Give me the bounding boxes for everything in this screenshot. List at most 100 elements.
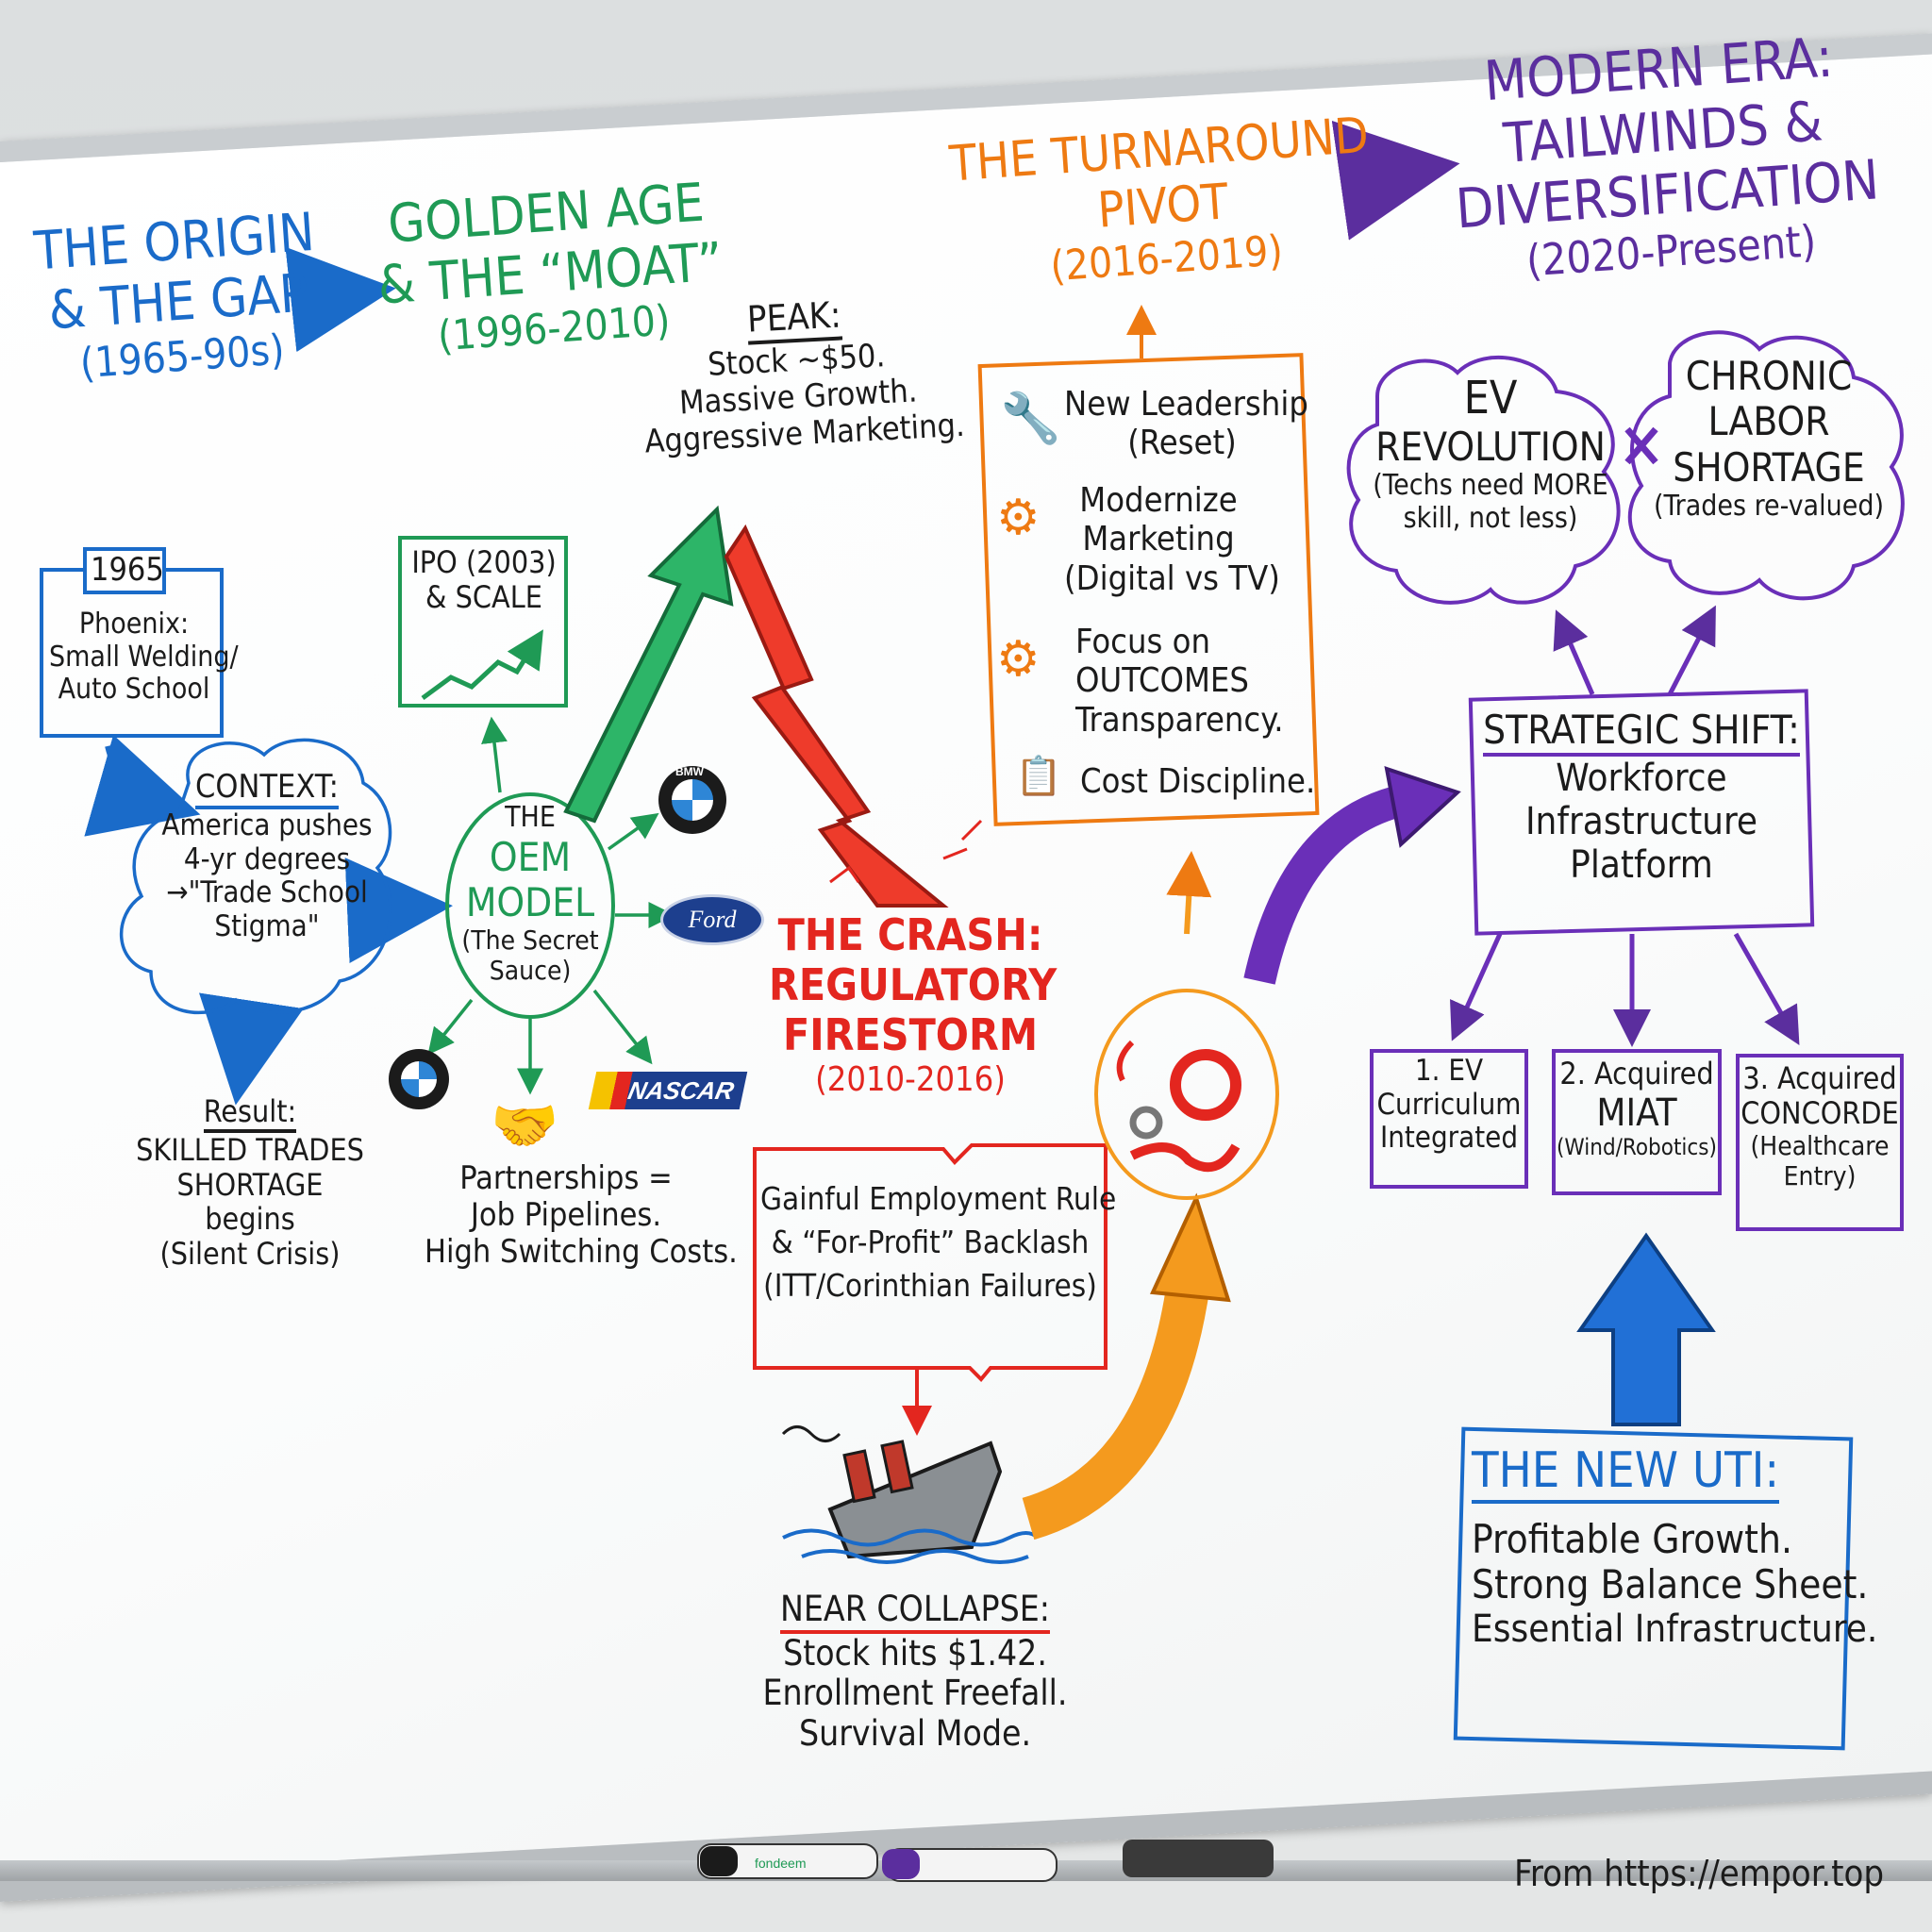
ev-line1: EV (1463, 372, 1518, 425)
ev-line2: REVOLUTION (1375, 424, 1606, 471)
era-modern-title: MODERN ERA: TAILWINDS & DIVERSIFICATION … (1445, 24, 1885, 291)
gainful-box (753, 1143, 1108, 1382)
gear-cycle-icon (1094, 989, 1279, 1200)
oem-line1: THE (505, 801, 556, 834)
gainful-text: Gainful Employment Rule & “For-Profit” B… (760, 1177, 1117, 1308)
bmw-logo (658, 766, 726, 834)
turnaround-item2-line3: (Digital vs TV) (1064, 558, 1280, 598)
bmw-logo-small (389, 1049, 449, 1109)
new-uti-line2: Strong Balance Sheet. (1472, 1561, 1869, 1608)
gears-icon: ⚙ (996, 490, 1041, 546)
context-title: CONTEXT: (195, 768, 339, 810)
ipo-text: IPO (2003) & SCALE (404, 545, 564, 615)
context-line1: America pushes (161, 808, 373, 843)
sub-box-ev (1370, 1049, 1528, 1189)
partnerships-line2: Job Pipelines. (470, 1196, 662, 1235)
labor-line4: (Trades re-valued) (1654, 489, 1884, 523)
sub-miat-line1: 2. Acquired (1559, 1056, 1714, 1091)
crash-years: (2010-2016) (815, 1059, 1006, 1099)
turnaround-item4-line1: Cost Discipline. (1080, 762, 1316, 801)
ev-cloud-text: EV REVOLUTION (Techs need MORE skill, no… (1363, 372, 1618, 535)
strategic-title: STRATEGIC SHIFT: (1483, 707, 1800, 758)
labor-line1: CHRONIC (1685, 353, 1853, 399)
markers-on-tray (697, 1840, 1274, 1882)
turnaround-item3-line2: OUTCOMES (1075, 661, 1249, 701)
crash-line3: FIRESTORM (782, 1008, 1039, 1060)
source-footer[interactable]: From https://empor.top (1514, 1853, 1885, 1894)
arrow-origin-to-golden (285, 246, 396, 353)
nascar-logo-text: NASCAR (625, 1075, 737, 1105)
labor-line3: SHORTAGE (1673, 443, 1865, 491)
sub-concorde-text: 3. Acquired CONCORDE (Healthcare Entry) (1738, 1061, 1902, 1191)
crash-line1: THE CRASH: (777, 909, 1043, 960)
nascar-logo: NASCAR (588, 1072, 748, 1109)
origin-box-text: Phoenix: Small Welding/ Auto School (49, 608, 239, 707)
peak-text: PEAK: Stock ~$50. Massive Growth. Aggres… (638, 289, 965, 461)
partnerships-line1: Partnerships = (459, 1159, 673, 1197)
crash-line2: REGULATORY (769, 958, 1058, 1010)
sub-miat-line3: (Wind/Robotics) (1557, 1133, 1717, 1160)
sub-box-miat (1552, 1049, 1722, 1195)
partnerships-text: Partnerships = Job Pipelines. High Switc… (425, 1159, 738, 1272)
collapse-title: NEAR COLLAPSE: (780, 1589, 1050, 1634)
turnaround-item2-line1: Modernize (1079, 481, 1238, 520)
origin-line3: Auto School (58, 673, 210, 706)
new-uti-line3: Essential Infrastructure. (1472, 1607, 1878, 1652)
ev-cloud (1346, 355, 1621, 605)
oem-line3: MODEL (465, 878, 595, 925)
gainful-line2: & “For-Profit” Backlash (771, 1224, 1090, 1261)
partnerships-line3: High Switching Costs. (425, 1233, 738, 1272)
arrow-growth (563, 505, 734, 824)
bmw-logo-text: BMW (675, 765, 704, 778)
ford-logo: Ford (660, 894, 764, 945)
sub-concorde-line4: Entry) (1783, 1159, 1857, 1191)
gainful-line3: (ITT/Corinthian Failures) (763, 1267, 1097, 1305)
context-line2: 4-yr degrees (183, 841, 351, 876)
result-line4: (Silent Crisis) (159, 1236, 341, 1273)
strategic-line3: Platform (1570, 843, 1713, 888)
year-1965-tab (83, 547, 166, 594)
sub-concorde-line1: 3. Acquired (1742, 1060, 1897, 1096)
result-text: Result: SKILLED TRADES SHORTAGE begins (… (132, 1094, 368, 1272)
arrow-crash (724, 524, 949, 908)
sub-ev-line1: 1. EV (1414, 1054, 1484, 1088)
context-text: CONTEXT: America pushes 4-yr degrees →"T… (158, 768, 375, 944)
ipo-line2: & SCALE (425, 578, 542, 615)
turnaround-item-2: Modernize Marketing (Digital vs TV) (1064, 481, 1280, 598)
strategic-line1: Workforce (1556, 757, 1727, 801)
handshake-icon: 🤝 (491, 1093, 559, 1158)
collapse-text: NEAR COLLAPSE: Stock hits $1.42. Enrollm… (755, 1589, 1075, 1754)
oem-circle (445, 792, 615, 1019)
arrow-new-uti-up (1576, 1232, 1716, 1426)
context-line4: Stigma" (214, 909, 320, 944)
turnaround-item-4: Cost Discipline. (1080, 762, 1315, 801)
ev-line3: (Techs need MORE (1373, 469, 1608, 503)
result-line1: SKILLED TRADES (136, 1131, 364, 1168)
labor-cloud (1627, 330, 1905, 601)
result-title: Result: (203, 1094, 297, 1133)
era-turnaround-title: THE TURNAROUND PIVOT (2016-2019) (948, 108, 1378, 298)
marker-label: fondeem (755, 1856, 806, 1871)
turnaround-item-1: New Leadership (Reset) (1064, 385, 1308, 463)
gainful-line1: Gainful Employment Rule (760, 1180, 1117, 1217)
result-line3: begins (205, 1201, 295, 1238)
ford-logo-text: Ford (688, 906, 737, 933)
strategic-text: STRATEGIC SHIFT: Workforce Infrastructur… (1476, 707, 1807, 888)
arrow-turnaround-to-modern (1331, 120, 1460, 241)
sinking-ship-icon (781, 1425, 1040, 1564)
arrow-context-to-result (199, 992, 304, 1106)
new-uti-line1: Profitable Growth. (1472, 1515, 1792, 1562)
labor-line2: LABOR (1707, 398, 1830, 445)
strategic-line2: Infrastructure (1524, 800, 1758, 844)
sub-miat-line2: MIAT (1596, 1091, 1677, 1135)
clipboard-icon: 📋 (1015, 755, 1062, 798)
peak-title: PEAK: (746, 294, 842, 345)
wrench-icon: 🔧 (1000, 391, 1061, 447)
gears-icon-2: ⚙ (996, 631, 1041, 688)
turnaround-item3-line1: Focus on (1075, 623, 1210, 661)
ipo-box (398, 536, 568, 708)
turnaround-item2-line2: Marketing (1082, 520, 1235, 559)
oem-line4: (The Secret (461, 924, 599, 957)
turnaround-item3-line3: Transparency. (1075, 700, 1284, 740)
